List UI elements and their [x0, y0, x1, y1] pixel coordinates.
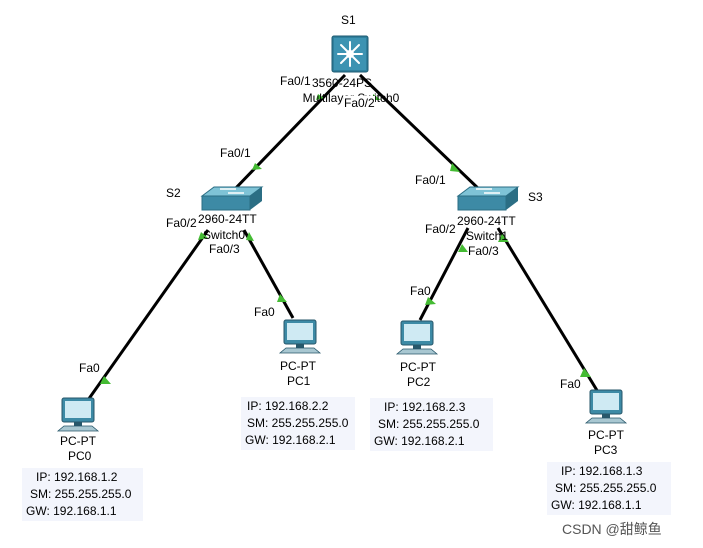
gateway-text: GW: 192.168.1.1 [26, 504, 117, 518]
subnet-mask-text: SM: 255.255.255.0 [378, 417, 480, 431]
link-light [498, 234, 509, 242]
watermark: CSDN @甜鲸鱼 [562, 521, 662, 537]
subnet-mask-text: SM: 255.255.255.0 [247, 416, 349, 430]
link-light [450, 163, 460, 172]
link-light [277, 294, 287, 302]
gateway-text: GW: 192.168.2.1 [245, 433, 336, 447]
link-s1-s3[interactable] [358, 73, 484, 194]
pc-type-label: PC-PT [588, 428, 624, 442]
pc-name-label: PC2 [407, 375, 431, 389]
link-light [198, 232, 208, 240]
link-s2-pc0[interactable] [86, 229, 210, 401]
pc3-info-box: IP: 192.168.1.3 SM: 255.255.255.0 GW: 19… [547, 462, 671, 515]
pc-type-label: PC-PT [280, 359, 316, 373]
port-label: Fa0/1 [415, 173, 446, 187]
pc-name-label: PC3 [594, 443, 618, 457]
link-s3-pc2[interactable] [418, 227, 470, 321]
link-light [316, 94, 324, 100]
device-name-s2: S2 [166, 186, 181, 200]
pc-type-label: PC-PT [60, 434, 96, 448]
gateway-text: GW: 192.168.2.1 [374, 434, 465, 448]
link-light [425, 297, 436, 305]
port-label: Fa0/2 [344, 96, 375, 110]
device-model-s2-line2: Switch0 [203, 228, 246, 242]
gateway-text: GW: 192.168.1.1 [551, 498, 642, 512]
pc-name-label: PC1 [287, 374, 311, 388]
port-label: Fa0/1 [220, 146, 251, 160]
link-light [100, 376, 111, 384]
port-label: Fa0/3 [209, 242, 240, 256]
device-model-s3-line2: Switch1 [466, 229, 509, 243]
switch-icon[interactable] [200, 186, 264, 211]
subnet-mask-text: SM: 255.255.255.0 [555, 481, 657, 495]
ip-text: IP: 192.168.2.2 [247, 399, 329, 413]
ip-text: IP: 192.168.2.3 [384, 400, 466, 414]
device-model-s3: 2960-24TT [457, 214, 516, 228]
link-s3-pc3[interactable] [496, 227, 600, 393]
link-light [246, 232, 254, 241]
device-name-s3: S3 [528, 190, 543, 204]
pc-name-label: PC0 [68, 449, 92, 463]
pc-icon[interactable] [395, 320, 439, 355]
link-s2-pc1[interactable] [242, 229, 295, 319]
switch-icon[interactable] [456, 186, 520, 211]
subnet-mask-text: SM: 255.255.255.0 [30, 487, 132, 501]
device-name-s1: S1 [341, 13, 356, 27]
port-label: Fa0/3 [468, 244, 499, 258]
link-light [458, 244, 468, 252]
link-light [373, 94, 381, 100]
ip-text: IP: 192.168.1.2 [36, 470, 118, 484]
pc0-info-box: IP: 192.168.1.2 SM: 255.255.255.0 GW: 19… [22, 468, 143, 521]
link-s1-s2[interactable] [230, 73, 347, 194]
port-label: Fa0/1 [280, 74, 311, 88]
port-label: Fa0 [560, 377, 581, 391]
pc2-info-box: IP: 192.168.2.3 SM: 255.255.255.0 GW: 19… [370, 398, 493, 451]
pc-icon[interactable] [278, 319, 322, 354]
port-label: Fa0 [79, 361, 100, 375]
port-label: Fa0 [410, 284, 431, 298]
link-light [252, 163, 262, 170]
ip-text: IP: 192.168.1.3 [561, 464, 643, 478]
pc-icon[interactable] [584, 389, 628, 424]
port-label: Fa0/2 [425, 222, 456, 236]
pc-icon[interactable] [56, 397, 100, 432]
multilayer-switch-icon[interactable] [331, 35, 369, 73]
pc-type-label: PC-PT [400, 360, 436, 374]
link-light [580, 368, 591, 377]
device-model-s1: 3560-24PS [312, 76, 373, 90]
pc1-info-box: IP: 192.168.2.2 SM: 255.255.255.0 GW: 19… [241, 397, 355, 450]
port-label: Fa0 [254, 305, 275, 319]
device-model-s2: 2960-24TT [198, 212, 257, 226]
port-label: Fa0/2 [166, 216, 197, 230]
